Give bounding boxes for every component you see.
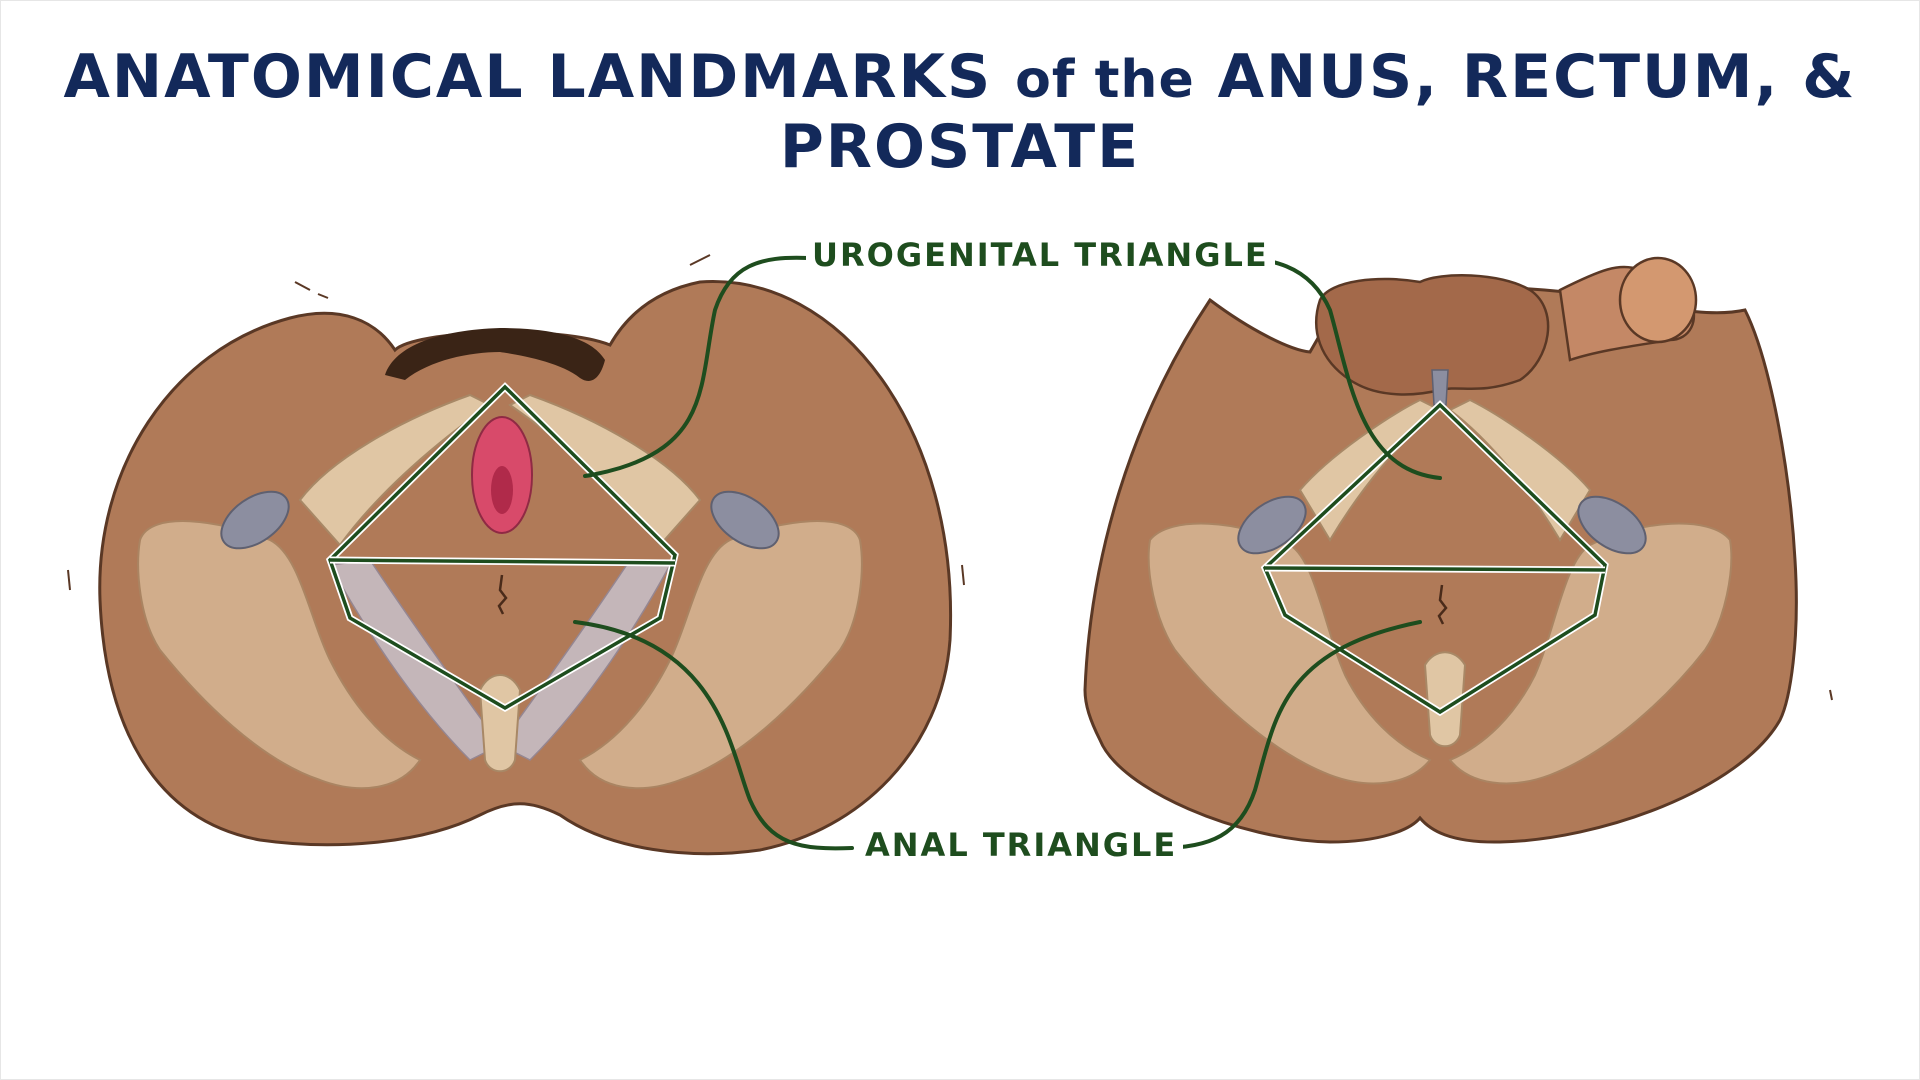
male-urethral-bulb <box>1431 369 1449 406</box>
uro-leader-left <box>583 255 810 478</box>
right-hip-bone <box>578 520 863 790</box>
anal-leader-left <box>573 620 854 851</box>
coccyx <box>478 674 522 773</box>
urogenital-triangle-label: UROGENITAL TRIANGLE <box>806 236 1275 274</box>
sketch-ticks <box>67 254 1833 701</box>
leader-lines <box>573 255 1442 851</box>
right-obturator <box>710 490 780 550</box>
male-left-obturator <box>1237 495 1307 555</box>
male-right-obturator <box>1577 495 1647 555</box>
left-hip-bone <box>137 520 422 790</box>
male-right-hip-bone <box>1448 522 1733 785</box>
pubic-hair <box>385 328 605 381</box>
anal-leader-right <box>1158 620 1422 850</box>
vaginal-opening <box>491 466 513 514</box>
title-part-2: of the <box>1015 50 1195 110</box>
page-title: ANATOMICAL LANDMARKS of the ANUS, RECTUM… <box>0 42 1920 182</box>
anal-triangle-label: ANAL TRIANGLE <box>859 826 1184 864</box>
left-obturator <box>220 490 290 550</box>
title-part-3: ANUS, RECTUM, & PROSTATE <box>779 42 1857 182</box>
male-perineum-figure <box>1083 256 1798 844</box>
title-part-1: ANATOMICAL LANDMARKS <box>63 42 993 112</box>
female-perineum-figure <box>98 280 953 856</box>
anus-female <box>497 574 508 615</box>
male-coccyx <box>1423 651 1467 748</box>
anus-male <box>1437 584 1448 625</box>
glans <box>1618 256 1698 344</box>
